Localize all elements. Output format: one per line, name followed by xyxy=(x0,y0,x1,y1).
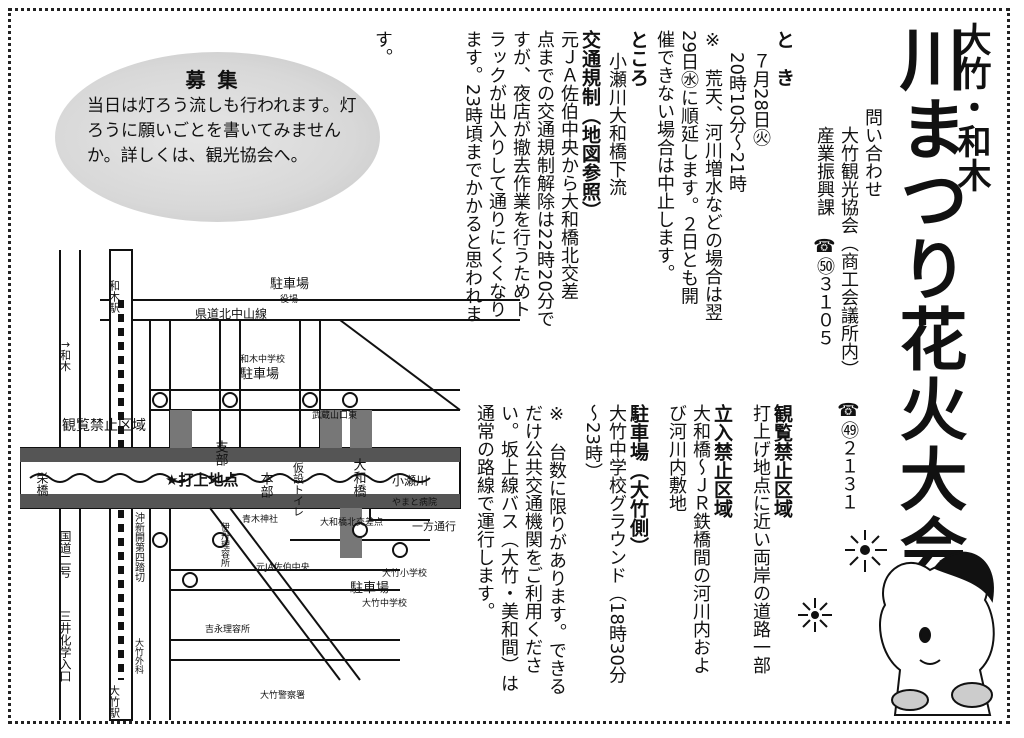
viewing-ban-line-1: 打上げ地点に近い両岸の道路一部 xyxy=(750,404,771,674)
map-otake-jhs: 大竹中学校 xyxy=(362,597,407,609)
recruit-title: 募集 xyxy=(185,68,250,92)
entry-ban-line-1: 大和橋～ＪＲ鉄橋間の河川内およ xyxy=(690,404,711,674)
parking-note-2: だけ公共交通機関をご利用くださ xyxy=(522,404,543,674)
traffic-heading: 交通規制（地図参照） xyxy=(579,30,601,220)
map-branch: 支部 xyxy=(213,440,229,466)
title-prefix: 大竹・和木 xyxy=(951,22,991,192)
map-no-view: 観覧禁止区域 xyxy=(62,417,146,434)
parking-note-1: ※ 台数に限りがあります。できる xyxy=(546,404,567,695)
map-yamato-cross: 大和橋北交差点 xyxy=(320,516,383,528)
toki-note-3: 催できない場合は中止します。 xyxy=(654,30,675,282)
inquiry-label: 問い合わせ xyxy=(862,108,883,198)
recruit-bubble: 募集 当日は灯ろう流しも行われます。灯ろうに願いごとを書いてみませんか。詳しくは… xyxy=(55,52,380,222)
parking-line-2: ～23時） xyxy=(582,404,603,481)
traffic-line-5: ます。23時頃までかかると思われま xyxy=(462,30,483,323)
map-hq: 本部 xyxy=(258,472,274,498)
map-yamato-bridge: 大和橋 xyxy=(351,458,367,498)
map-shinkai-crossing: 沖新開第四踏切 xyxy=(133,511,145,583)
map-parking-3: 駐車場 xyxy=(350,581,389,596)
map-mitsui: 三井化学入口 xyxy=(58,610,72,682)
tokoro-place: 小瀬川大和橋下流 xyxy=(606,52,627,196)
entry-ban-heading: 立入禁止区域 xyxy=(711,404,733,518)
toki-date: ７月28日㊋ xyxy=(750,52,771,147)
map-sakae-bridge: 栄橋 xyxy=(35,472,49,497)
map-ja: 元JA佐伯中央 xyxy=(256,561,310,573)
map-otake-geka: 大竹外科 xyxy=(133,637,144,675)
traffic-line-6: す。 xyxy=(372,30,393,66)
traffic-line-1: 元ＪＡ佐伯中央から大和橋北交差 xyxy=(558,30,579,300)
map-office: 役場 xyxy=(280,293,298,305)
traffic-line-4: ラックが出入りして通りにくくなり xyxy=(486,30,507,318)
map-toilet: 仮設トイレ xyxy=(292,462,305,517)
traffic-line-3: すが、夜店が撤去作業を行うためト xyxy=(510,30,531,318)
map-waki-station: 和木駅 xyxy=(108,280,121,314)
tokoro-heading: ところ xyxy=(627,30,649,87)
firework-character-illustration xyxy=(798,530,995,716)
map-ito-barber: 伊丹理容所 xyxy=(219,521,230,568)
map-route-2: 国道二号 xyxy=(58,530,72,578)
toki-heading: と き xyxy=(772,30,796,87)
toki-note-1: ※ 荒天、河川増水などの場合は翌 xyxy=(702,30,723,321)
inquiry-org2: 産業振興課 xyxy=(814,126,835,216)
toki-note-2: 29日㊌に順延します。２日とも開 xyxy=(678,30,699,305)
map-police: 大竹警察署 xyxy=(260,689,305,701)
viewing-ban-heading: 観覧禁止区域 xyxy=(771,404,793,518)
traffic-map: 和木駅 大竹駅 駐車場 役場 県道北中山線 和木中学校 駐車場 ↑和木 観覧禁止… xyxy=(20,249,520,721)
map-yoshinaga: 吉永理容所 xyxy=(205,623,250,635)
recruit-text: 当日は灯ろう流しも行われます。灯ろうに願いごとを書いてみませんか。詳しくは、観光… xyxy=(87,96,357,166)
map-launch-point: ★打上地点 xyxy=(165,471,238,489)
toki-heading-text: と き xyxy=(773,30,795,87)
map-parking-1: 駐車場 xyxy=(270,277,309,292)
map-route-road: 県道北中山線 xyxy=(195,306,267,321)
parking-note-4: 通常の路線で運行します。 xyxy=(474,404,495,620)
inquiry-phone1: ☎㊾２１３１ xyxy=(838,400,859,511)
inquiry-phone2: ☎㊿３１０５ xyxy=(814,236,835,347)
map-otake-station: 大竹駅 xyxy=(108,684,121,719)
map-one-way: 一方通行 xyxy=(412,519,456,533)
dotted-border xyxy=(8,8,1010,724)
map-aoki-shrine: 青木神社 xyxy=(242,513,278,525)
parking-note-3: い。坂上線バス（大竹・美和間）は xyxy=(498,404,519,692)
map-otake-elem: 大竹小学校 xyxy=(382,567,427,579)
page-title: 川まつり花火大会 xyxy=(887,24,966,584)
parking-line-1: 大竹中学校グラウンド（18時30分 xyxy=(606,404,627,684)
entry-ban-line-2: び河川内敷地 xyxy=(666,404,687,512)
map-musashi: 武蔵山口東 xyxy=(312,409,357,421)
traffic-line-2: 点までの交通規制解除は22時20分で xyxy=(534,30,555,328)
map-waki-school: 和木中学校 xyxy=(240,353,285,365)
map-parking-2: 駐車場 xyxy=(240,367,279,382)
map-to-waki: ↑和木 xyxy=(59,340,72,372)
map-ozegawa: 小瀬川 xyxy=(392,474,428,488)
toki-time: 20時10分～21時 xyxy=(726,52,747,193)
map-yamato-hospital: やまと病院 xyxy=(392,496,437,508)
parking-heading: 駐車場（大竹側） xyxy=(627,404,649,556)
inquiry-org1: 大竹観光協会（商工会議所内） xyxy=(838,126,859,378)
